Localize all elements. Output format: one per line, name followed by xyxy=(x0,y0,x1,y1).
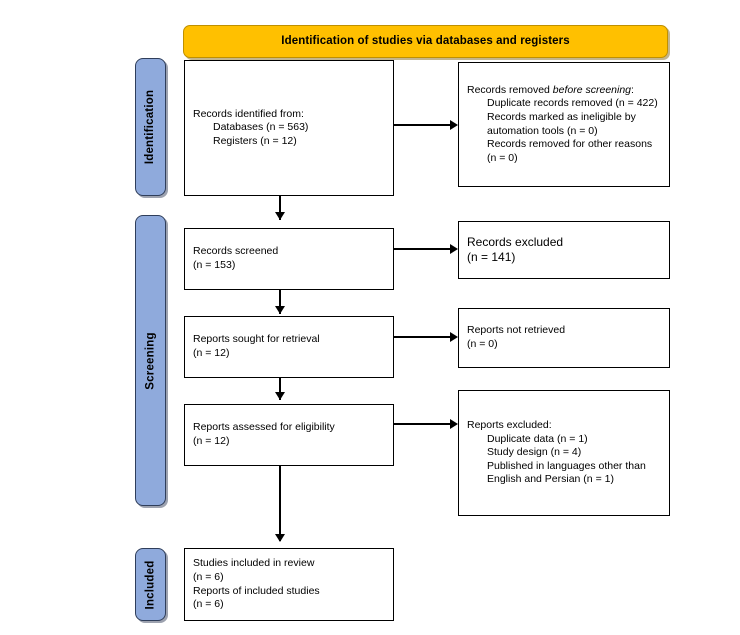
studies-included-line1: Studies included in review xyxy=(193,557,315,570)
box-records-excluded: Records excluded (n = 141) xyxy=(458,221,670,279)
records-removed-line1-italic: before screening xyxy=(552,83,632,96)
connector-identified-to-screened xyxy=(279,196,281,220)
arrowhead-sought-to-assessed xyxy=(275,392,285,400)
records-excluded-line2: (n = 141) xyxy=(467,250,516,264)
reports-sought-line1: Reports sought for retrieval xyxy=(193,333,320,346)
records-screened-line2: (n = 153) xyxy=(193,259,236,271)
reports-excluded-line2: Duplicate data (n = 1) xyxy=(487,432,588,445)
arrowhead-screened-to-sought xyxy=(275,306,285,314)
arrowhead-screened-to-excluded xyxy=(450,244,458,254)
reports-assessed-line1: Reports assessed for eligibility xyxy=(193,421,335,434)
arrowhead-assessed-to-excluded xyxy=(450,419,458,429)
records-removed-line1-post: : xyxy=(631,83,634,96)
records-identified-line2: Databases (n = 563) xyxy=(213,121,309,134)
records-removed-line1-pre: Records removed xyxy=(467,83,553,96)
records-excluded-line1: Records excluded xyxy=(467,234,564,249)
records-removed-line3: Records marked as ineligible by automati… xyxy=(487,110,639,137)
arrowhead-assessed-to-included xyxy=(275,534,285,542)
reports-excluded-line3: Study design (n = 4) xyxy=(487,446,582,459)
reports-excluded-line1: Reports excluded: xyxy=(467,418,552,431)
box-studies-included: Studies included in review (n = 6) Repor… xyxy=(184,548,394,621)
arrowhead-sought-to-not-retrieved xyxy=(450,332,458,342)
box-reports-sought: Reports sought for retrieval (n = 12) xyxy=(184,316,394,378)
stage-bar-identification: Identification xyxy=(135,58,166,196)
arrowhead-identified-to-removed xyxy=(450,120,458,130)
reports-excluded-line4: Published in languages other than Englis… xyxy=(487,459,649,486)
studies-included-line3: Reports of included studies xyxy=(193,584,320,597)
diagram-header-banner: Identification of studies via databases … xyxy=(183,25,668,58)
stage-bar-screening: Screening xyxy=(135,215,166,506)
connector-sought-to-assessed xyxy=(279,378,281,400)
stage-label-identification: Identification xyxy=(144,89,157,165)
records-identified-line3: Registers (n = 12) xyxy=(213,134,297,147)
connector-screened-to-excluded xyxy=(394,248,452,250)
records-removed-line2: Duplicate records removed (n = 422) xyxy=(487,97,658,110)
connector-identified-to-removed xyxy=(394,124,452,126)
reports-not-retrieved-line1: Reports not retrieved xyxy=(467,324,566,337)
reports-sought-line2: (n = 12) xyxy=(193,347,230,359)
studies-included-line2: (n = 6) xyxy=(193,570,224,583)
box-records-screened: Records screened (n = 153) xyxy=(184,228,394,290)
connector-screened-to-sought xyxy=(279,290,281,314)
connector-assessed-to-included xyxy=(279,466,281,541)
reports-not-retrieved-line2: (n = 0) xyxy=(467,338,498,350)
arrowhead-identified-to-screened xyxy=(275,212,285,220)
records-removed-line4: Records removed for other reasons (n = 0… xyxy=(487,138,656,164)
records-identified-line1: Records identified from: xyxy=(193,107,304,120)
connector-assessed-to-excluded xyxy=(394,423,452,425)
box-reports-assessed: Reports assessed for eligibility (n = 12… xyxy=(184,404,394,466)
box-reports-excluded: Reports excluded: Duplicate data (n = 1)… xyxy=(458,390,670,516)
diagram-header-title: Identification of studies via databases … xyxy=(281,35,570,48)
box-records-identified: Records identified from: Databases (n = … xyxy=(184,60,394,196)
studies-included-line4: (n = 6) xyxy=(193,598,224,611)
stage-label-screening: Screening xyxy=(144,331,157,390)
stage-label-included: Included xyxy=(144,560,157,609)
records-screened-line1: Records screened xyxy=(193,245,279,258)
box-records-removed: Records removed before screening: Duplic… xyxy=(458,62,670,187)
stage-bar-included: Included xyxy=(135,548,166,621)
connector-sought-to-not-retrieved xyxy=(394,336,452,338)
reports-assessed-line2: (n = 12) xyxy=(193,435,230,447)
box-reports-not-retrieved: Reports not retrieved (n = 0) xyxy=(458,308,670,368)
